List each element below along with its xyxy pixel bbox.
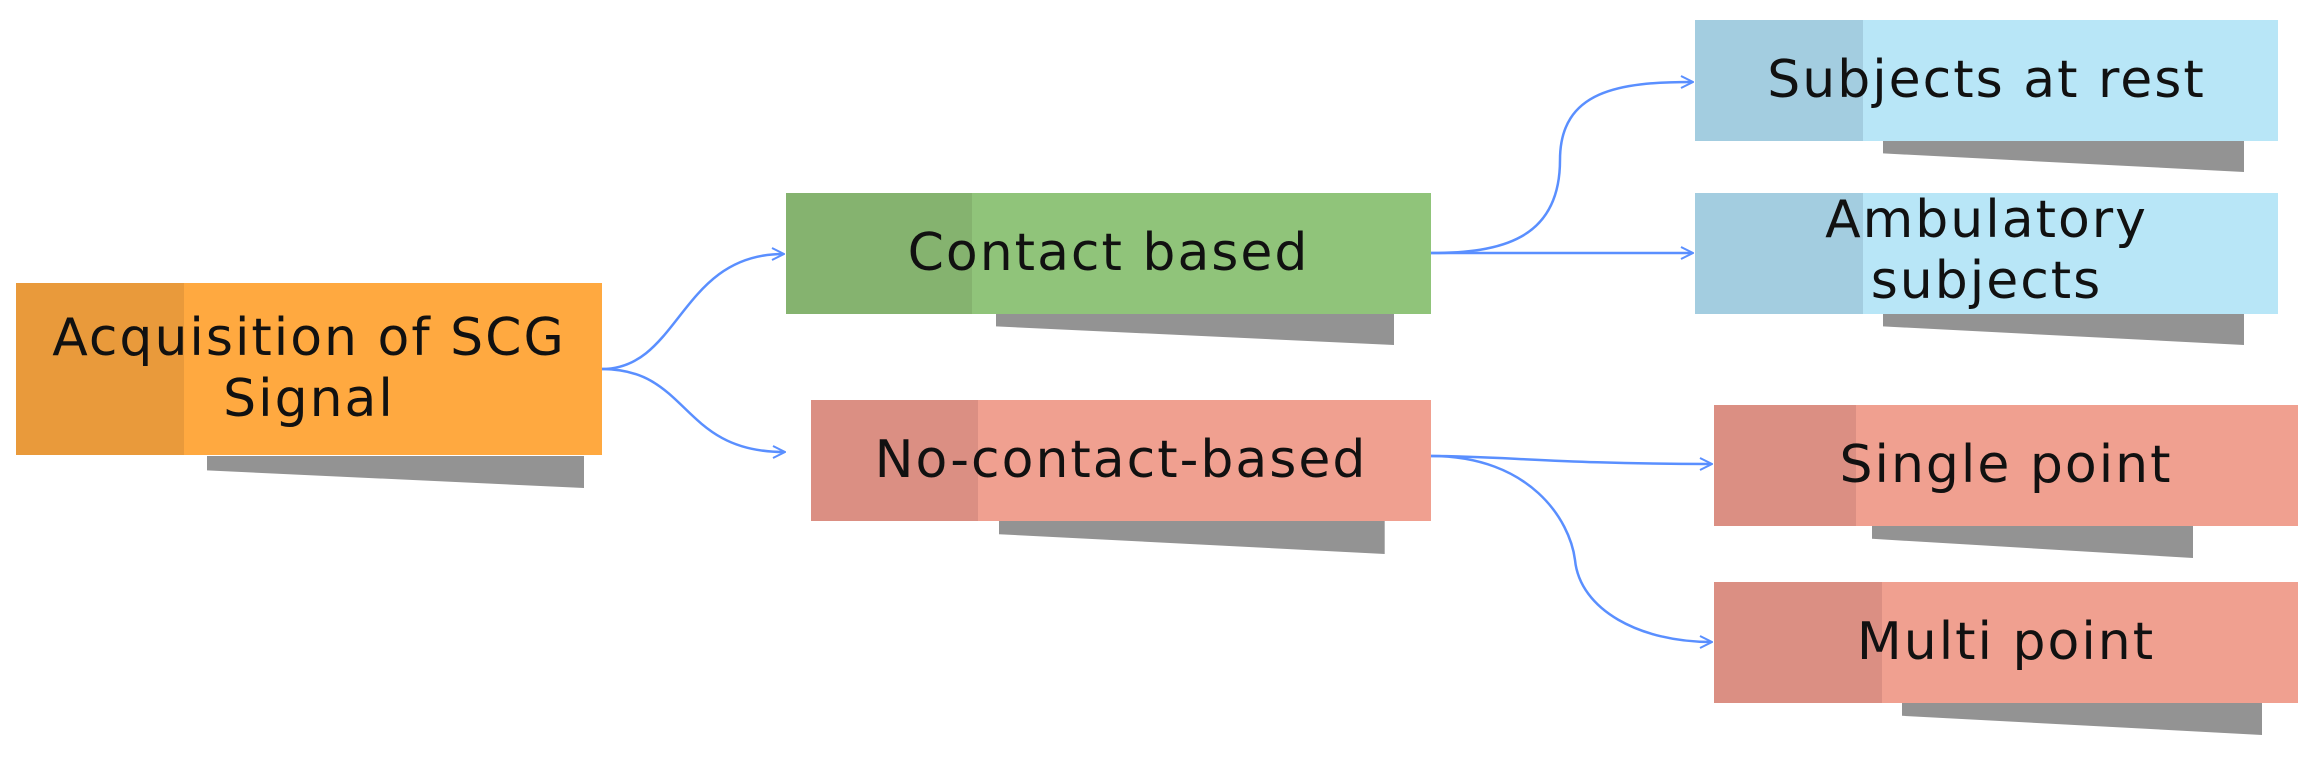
node-multi-point: Multi point [1714,582,2298,735]
node-label-container: Subjects at rest [1695,20,2278,141]
node-card: No-contact-based [811,400,1431,521]
node-no-contact-based: No-contact-based [811,400,1431,554]
node-label-container: No-contact-based [811,400,1431,521]
node-label: Single point [1839,435,2173,496]
connector-root-to-nocontact [601,367,784,452]
node-ambulatory-subjects: Ambulatory subjects [1695,193,2278,345]
node-label-container: Multi point [1714,582,2298,703]
node-label: No-contact-based [874,430,1368,491]
node-tab [1714,582,1882,703]
node-label: Acquisition of SCG Signal [52,308,566,429]
node-card: Subjects at rest [1695,20,2278,141]
node-card: Multi point [1714,582,2298,703]
node-contact-based: Contact based [786,193,1431,345]
node-tab [786,193,972,314]
node-label: Ambulatory subjects [1825,193,2148,312]
connector-contact-to-rest [1430,82,1692,255]
node-card: Contact based [786,193,1431,314]
connector-root-to-contact [601,254,783,371]
connector-nocontact-to-multi [1430,454,1711,642]
node-tab [1714,405,1856,526]
node-tab [1695,193,1863,314]
node-label: Multi point [1856,612,2156,673]
node-tab [1695,20,1863,141]
node-tab [811,400,978,521]
node-card: Ambulatory subjects [1695,193,2278,314]
node-label-container: Single point [1714,405,2298,526]
node-label-container: Acquisition of SCG Signal [16,283,602,455]
node-label-container: Contact based [786,193,1431,314]
node-label: Contact based [907,223,1310,284]
node-subjects-at-rest: Subjects at rest [1695,20,2278,172]
node-label: Subjects at rest [1767,50,2206,111]
node-single-point: Single point [1714,405,2298,558]
node-label-container: Ambulatory subjects [1695,193,2278,314]
node-card: Acquisition of SCG Signal [16,283,602,455]
node-root: Acquisition of SCG Signal [16,283,602,488]
node-card: Single point [1714,405,2298,526]
node-tab [16,283,184,455]
